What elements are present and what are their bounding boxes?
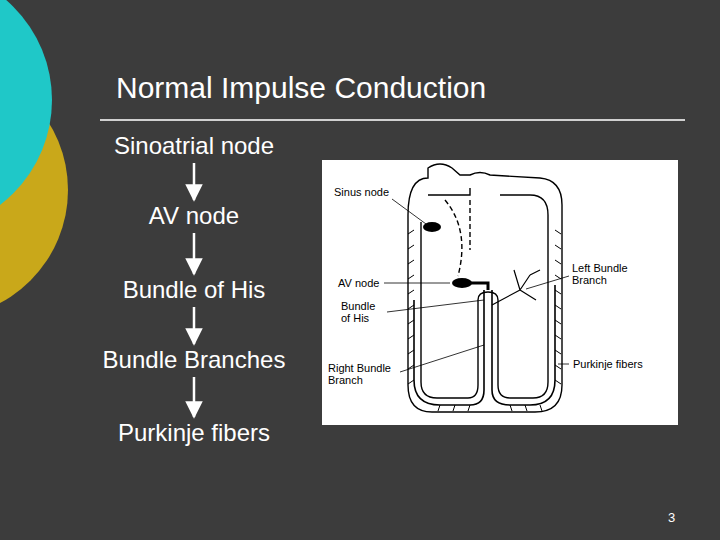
step-text: AV node — [149, 202, 239, 230]
figure-panel — [322, 160, 678, 425]
heart-illustration — [408, 164, 562, 412]
part-label: AV node — [338, 277, 386, 289]
step-text: Purkinje fibers — [118, 419, 270, 447]
flow-step: AV node — [147, 202, 241, 230]
flow-step: Bundle of His — [121, 276, 268, 304]
step-text: Sinoatrial node — [114, 132, 274, 160]
flow-arrow — [193, 163, 196, 200]
part-label: Sinus node — [334, 186, 404, 198]
flow-step: Sinoatrial node — [112, 132, 276, 160]
flow-step: Bundle Branches — [101, 346, 288, 374]
leader-lines — [384, 199, 569, 372]
flow-arrow — [193, 307, 196, 344]
slide-title: Normal Impulse Conduction — [116, 70, 486, 106]
step-text: Bundle Branches — [103, 346, 286, 374]
flow-step: Purkinje fibers — [116, 419, 272, 447]
title-rule — [100, 119, 685, 121]
part-label: Bundle of His — [341, 300, 385, 324]
conduction-system — [408, 222, 561, 411]
page-number: 3 — [668, 510, 692, 525]
part-label: Purkinje fibers — [573, 358, 673, 370]
cyan-circle — [0, 0, 52, 232]
part-label: Left Bundle Branch — [572, 262, 644, 286]
flow-arrow — [193, 377, 196, 417]
part-label: Right Bundle Branch — [328, 362, 398, 386]
step-text: Bundle of His — [123, 276, 266, 304]
flow-arrow — [193, 233, 196, 274]
